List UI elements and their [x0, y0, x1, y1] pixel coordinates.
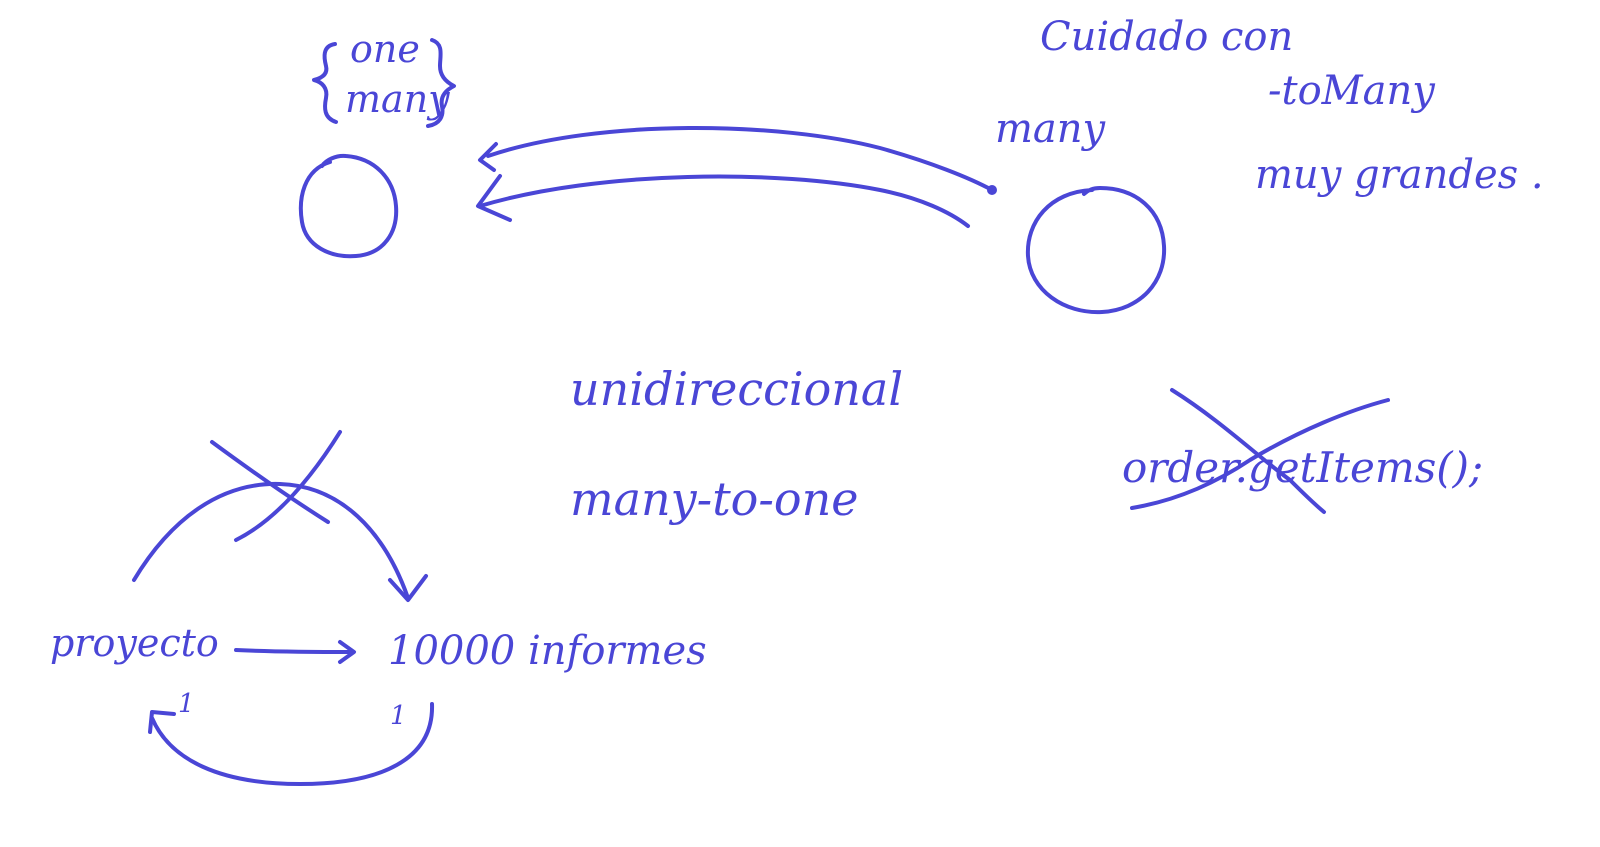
- label-many-to-one: many-to-one: [570, 472, 858, 526]
- caution-line-2: -toMany: [1268, 68, 1436, 114]
- caution-line-1: Cuidado con: [1040, 14, 1293, 60]
- return-arc-arrowhead: [148, 710, 176, 734]
- label-unidireccional: unidireccional: [570, 362, 903, 416]
- label-informes: 10000 informes: [388, 628, 707, 674]
- cross-stroke-1: [1170, 388, 1326, 514]
- crossed-arc-arrowhead: [388, 574, 428, 602]
- label-one: one: [350, 27, 420, 71]
- arrow-lower-shaft: [478, 174, 970, 228]
- arrow-upper-tail-dot: [987, 185, 997, 195]
- label-proyecto: proyecto: [50, 621, 219, 665]
- arrow-proyecto-to-informes: [234, 648, 354, 654]
- arc-cross-stroke-2: [234, 430, 342, 542]
- cross-stroke-2: [1130, 398, 1390, 510]
- one-mark-right: 1: [390, 701, 407, 731]
- entity-circle-right: [1025, 186, 1167, 315]
- entity-circle-left: [298, 153, 399, 259]
- return-arc-arrow: [150, 702, 435, 786]
- arrow-upper-shaft: [486, 125, 994, 192]
- arc-cross-stroke-1: [210, 440, 330, 524]
- arrow-upper-head: [478, 142, 498, 172]
- caution-line-3: muy grandes .: [1255, 152, 1544, 198]
- crossed-arc-arrow: [132, 481, 410, 600]
- arrow-proyecto-to-informes-head: [338, 640, 356, 664]
- crossed-out-code: order.getItems();: [1122, 443, 1483, 492]
- arrow-lower-head: [476, 174, 512, 222]
- one-mark-left: 1: [178, 689, 195, 719]
- left-curly-brace: [312, 42, 338, 124]
- right-curly-brace: [426, 38, 456, 128]
- label-many-left: many: [345, 77, 450, 121]
- label-many-right: many: [995, 106, 1107, 152]
